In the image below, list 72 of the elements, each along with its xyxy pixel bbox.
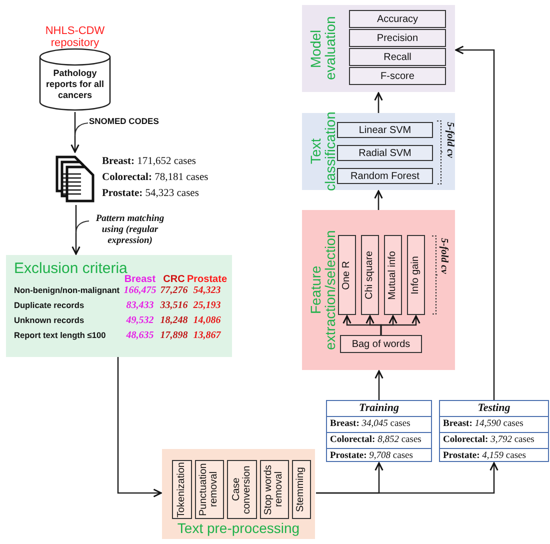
classifier-box: Linear SVM <box>337 122 433 138</box>
arrow <box>374 370 384 400</box>
process-box: Punctuation removal <box>195 460 224 519</box>
method-box: Chi square <box>361 235 379 315</box>
method-box: Mutual info <box>384 235 402 315</box>
arrow <box>70 112 80 153</box>
count-value: 14,086 <box>193 315 221 326</box>
table-row: Breast: 34,045 cases <box>327 416 431 432</box>
process-box: Stemming <box>292 460 311 519</box>
column-header: Prostate <box>187 274 227 285</box>
panel-title: Model evaluation <box>308 16 338 82</box>
method-box: One R <box>338 235 356 315</box>
criteria-panel <box>6 255 232 357</box>
stage-panel <box>302 5 455 92</box>
metric-box: F-score <box>349 67 446 85</box>
case-count: Breast: 171,652 cases <box>102 156 196 167</box>
data-table <box>439 400 549 462</box>
cv-note: 5-fold cv <box>444 122 456 158</box>
cv-note: 5-fold cv <box>438 238 450 274</box>
arrow <box>117 357 162 498</box>
classifier-box: Radial SVM <box>337 145 433 161</box>
count-value: 17,898 <box>160 330 188 341</box>
count-value: 49,532 <box>126 315 154 326</box>
arrow <box>72 205 80 255</box>
metric-box: Precision <box>349 29 446 47</box>
count-value: 77,276 <box>160 285 188 296</box>
table-header: Training <box>358 401 400 416</box>
arrow <box>374 190 383 210</box>
edge-label: SNOMED CODES <box>89 117 159 127</box>
process-box: Stop words removal <box>260 460 289 519</box>
panel-title: Text classification <box>308 113 338 190</box>
row-label: Unknown records <box>14 315 84 325</box>
case-count: Prostate: 54,323 cases <box>102 188 199 199</box>
data-table <box>326 400 432 462</box>
count-value: 13,867 <box>193 330 221 341</box>
cylinder-label: Pathology reports for all cancers <box>44 68 105 101</box>
count-value: 83,433 <box>126 300 154 311</box>
row-label: Non-benign/non-malignant <box>14 285 120 295</box>
table-row: Colorectal: 3,792 cases <box>440 432 548 448</box>
process-box: Case conversion <box>227 460 257 519</box>
row-label: Duplicate records <box>14 300 84 310</box>
arrow <box>380 315 420 335</box>
metric-box: Accuracy <box>349 10 446 28</box>
table-row: Breast: 14,590 cases <box>440 416 548 432</box>
process-panel <box>162 449 315 539</box>
table-row: Prostate: 4,159 cases <box>440 448 548 464</box>
count-value: 54,323 <box>193 285 221 296</box>
arrow <box>455 46 495 400</box>
metric-box: Recall <box>349 48 446 66</box>
process-box: Tokenization <box>172 460 192 519</box>
table-row: Prostate: 9,708 cases <box>327 448 431 464</box>
panel-title: Text pre-processing <box>176 520 301 536</box>
count-value: 25,193 <box>193 300 221 311</box>
table-row: Colorectal: 8,852 cases <box>327 432 431 448</box>
panel-title: Feature extraction/selection <box>308 229 338 352</box>
count-value: 33,516 <box>160 300 188 311</box>
stage-panel <box>302 113 455 190</box>
process-box: Bag of words <box>340 335 422 353</box>
row-label: Report text length ≤100 <box>14 330 106 340</box>
count-value: 18,248 <box>160 315 188 326</box>
case-count: Colorectal: 78,181 cases <box>102 172 208 183</box>
count-value: 48,635 <box>126 330 154 341</box>
repository-title: NHLS-CDW repository <box>44 25 106 49</box>
method-box: Info gain <box>407 235 425 315</box>
table-header: Testing <box>476 401 512 416</box>
arrow <box>316 462 498 494</box>
count-value: 166,475 <box>124 285 156 296</box>
column-header: Breast <box>124 274 156 285</box>
classifier-box: Random Forest <box>337 168 433 184</box>
stage-panel <box>302 210 455 370</box>
column-header: CRC <box>163 274 185 285</box>
arrow <box>374 92 383 113</box>
